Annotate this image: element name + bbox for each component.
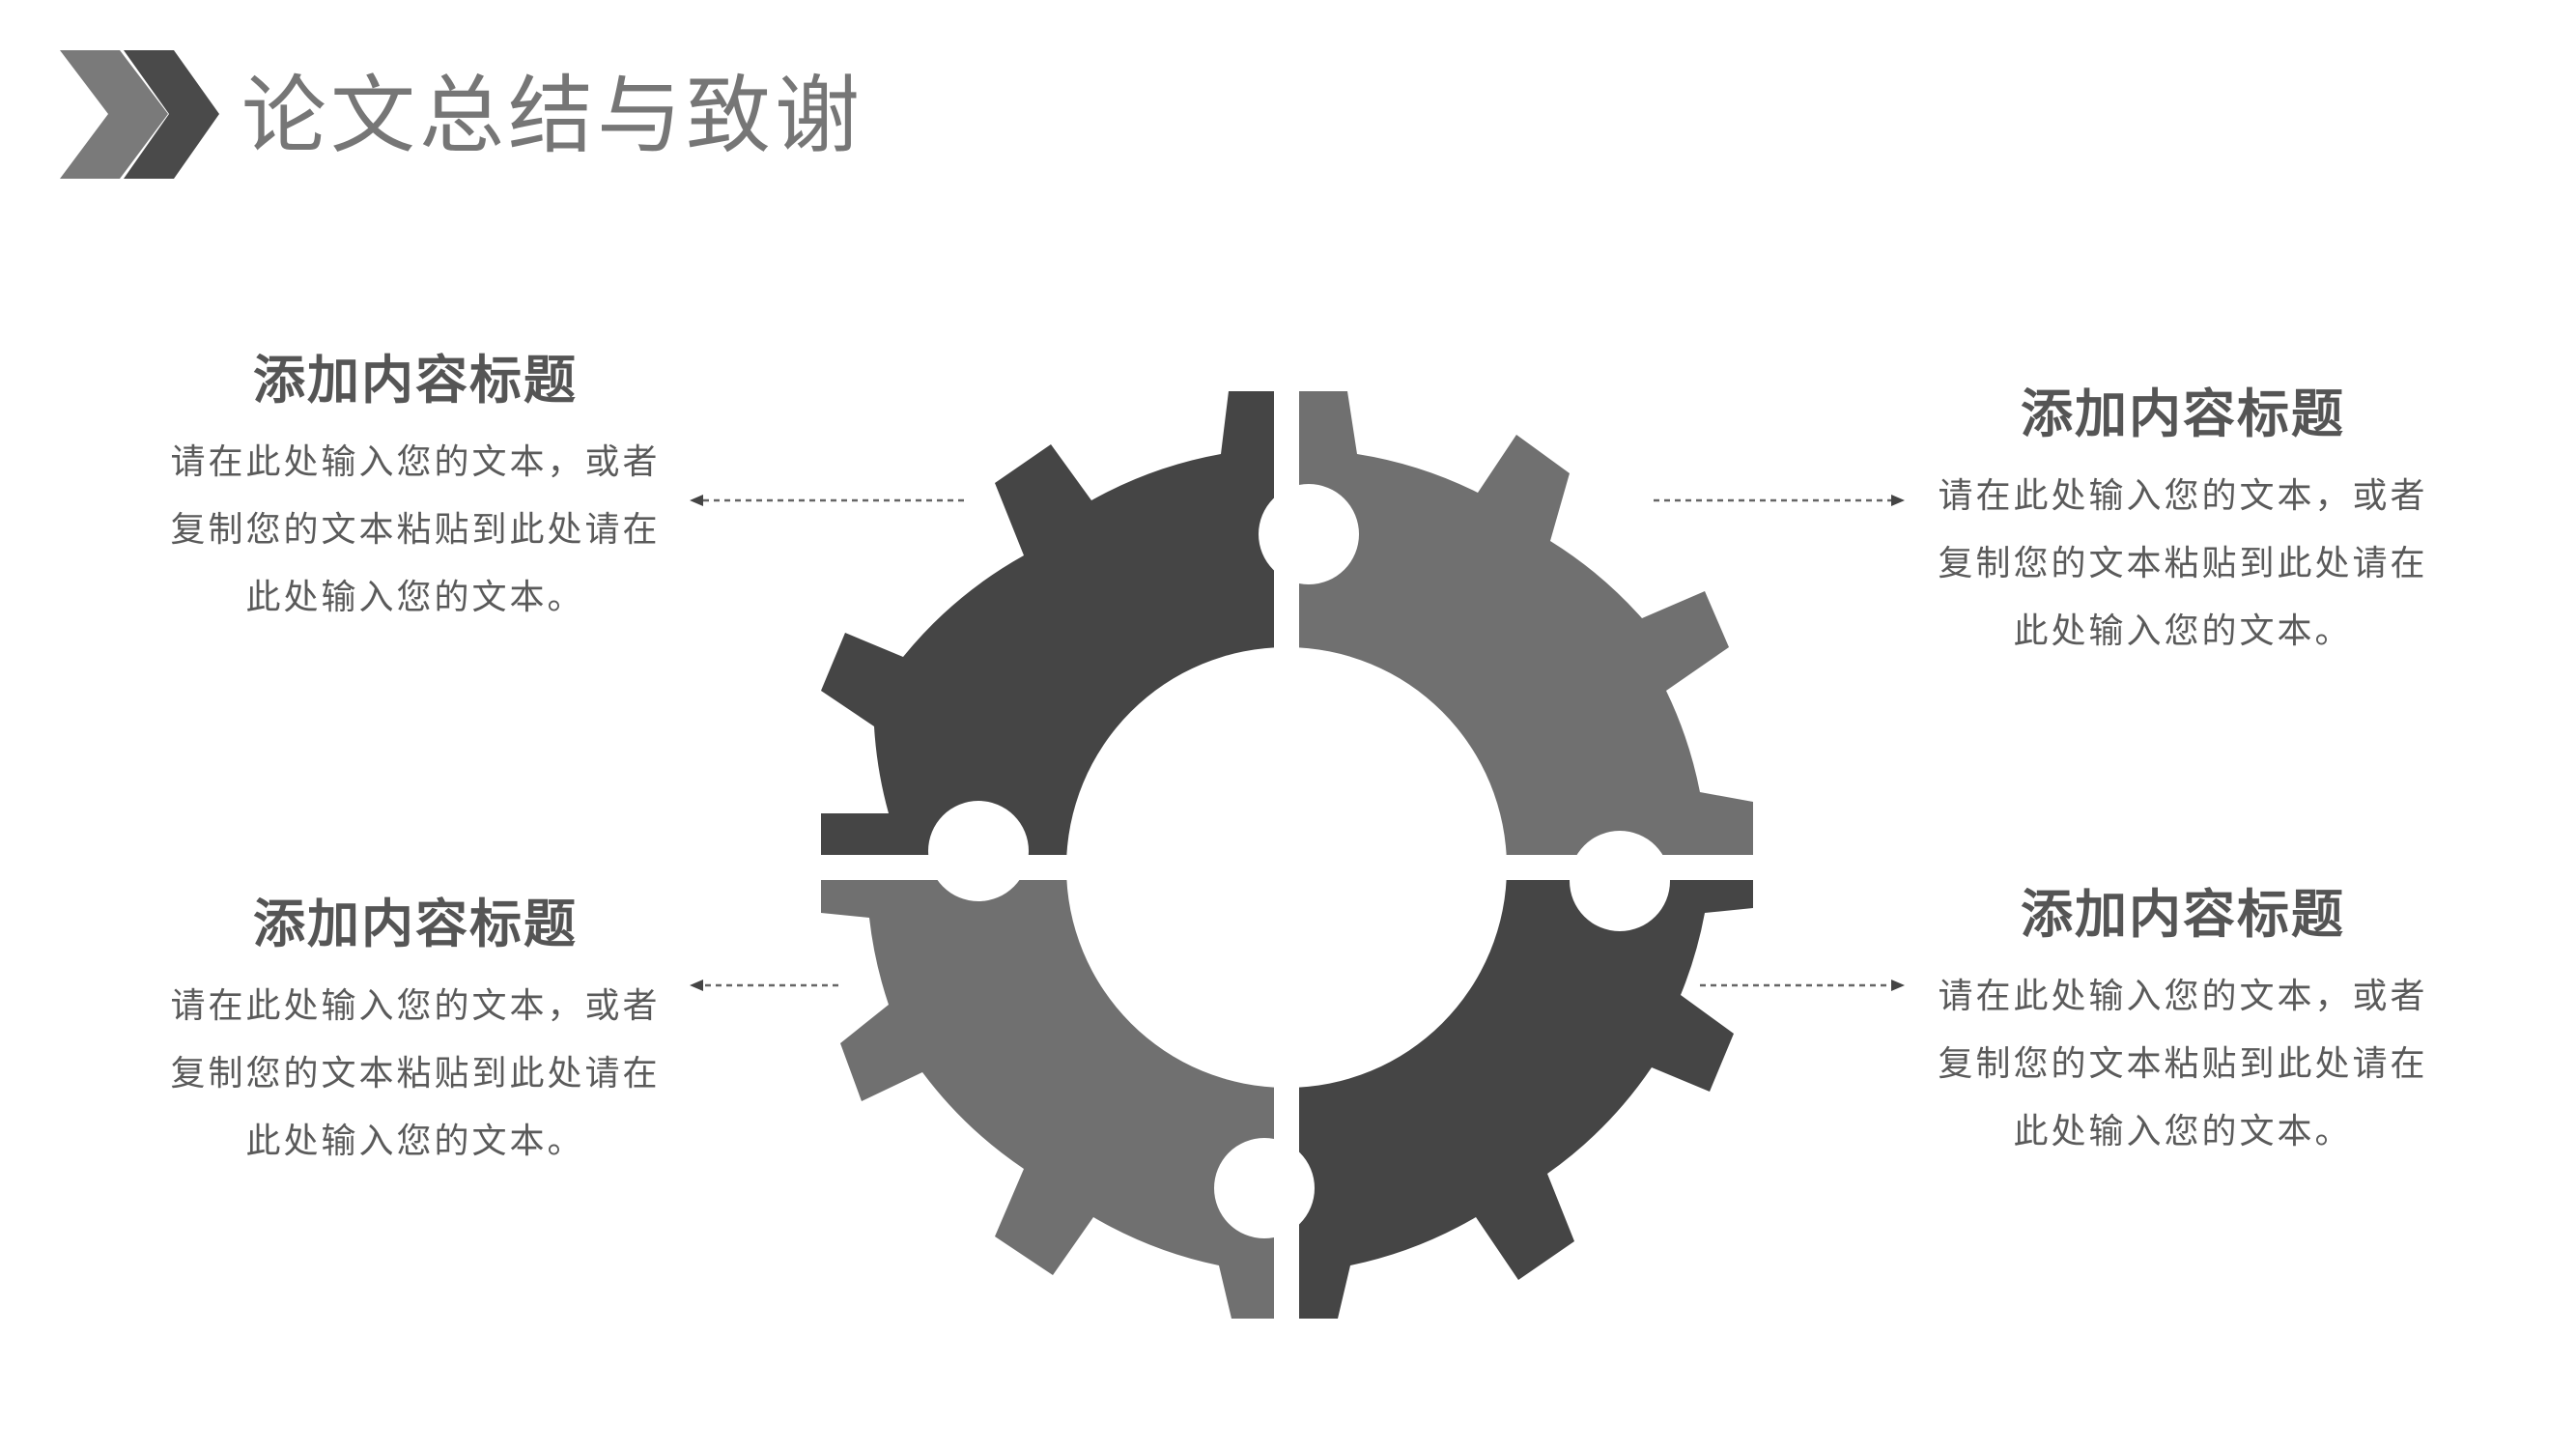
gear-shape <box>821 391 1753 1319</box>
block-body-line: 请在此处输入您的文本，或者 <box>1938 977 2428 1016</box>
block-body: 请在此处输入您的文本，或者 复制您的文本粘贴到此处请在 此处输入您的文本。 <box>155 973 676 1176</box>
block-body: 请在此处输入您的文本，或者 复制您的文本粘贴到此处请在 此处输入您的文本。 <box>1922 963 2444 1166</box>
content-block-bottom-left: 添加内容标题 请在此处输入您的文本，或者 复制您的文本粘贴到此处请在 此处输入您… <box>155 894 676 1176</box>
gear-quadrant-top-right <box>1287 391 1753 867</box>
content-block-bottom-right: 添加内容标题 请在此处输入您的文本，或者 复制您的文本粘贴到此处请在 此处输入您… <box>1922 884 2444 1166</box>
chevron-arrows-icon <box>60 50 219 179</box>
page-title: 论文总结与致谢 <box>241 66 864 165</box>
gear-quadrant-top-left <box>821 391 1347 867</box>
block-body-line: 复制您的文本粘贴到此处请在 <box>170 510 661 550</box>
block-title: 添加内容标题 <box>253 350 578 411</box>
content-block-top-right: 添加内容标题 请在此处输入您的文本，或者 复制您的文本粘贴到此处请在 此处输入您… <box>1922 384 2444 666</box>
block-body-line: 复制您的文本粘贴到此处请在 <box>170 1054 661 1094</box>
block-body-line: 请在此处输入您的文本，或者 <box>170 986 661 1026</box>
block-body-line: 请在此处输入您的文本，或者 <box>1938 476 2428 516</box>
block-body-line: 此处输入您的文本。 <box>245 578 585 617</box>
block-body-line: 复制您的文本粘贴到此处请在 <box>1938 544 2428 583</box>
gear-quadrant-bottom-right <box>1226 842 1753 1319</box>
block-body-line: 请在此处输入您的文本，或者 <box>170 442 661 482</box>
connector-bottom-right <box>1700 980 1905 991</box>
block-title: 添加内容标题 <box>2021 884 2345 945</box>
block-title: 添加内容标题 <box>2021 384 2345 444</box>
block-body: 请在此处输入您的文本，或者 复制您的文本粘贴到此处请在 此处输入您的文本。 <box>155 429 676 632</box>
connector-bottom-left <box>690 980 838 991</box>
block-body-line: 复制您的文本粘贴到此处请在 <box>1938 1044 2428 1084</box>
block-title: 添加内容标题 <box>253 894 578 954</box>
block-body-line: 此处输入您的文本。 <box>245 1122 585 1161</box>
connector-top-left <box>690 495 964 506</box>
block-body: 请在此处输入您的文本，或者 复制您的文本粘贴到此处请在 此处输入您的文本。 <box>1922 463 2444 666</box>
block-body-line: 此处输入您的文本。 <box>2013 611 2353 651</box>
connector-top-right <box>1654 495 1905 506</box>
content-block-top-left: 添加内容标题 请在此处输入您的文本，或者 复制您的文本粘贴到此处请在 此处输入您… <box>155 350 676 632</box>
gear-quadrant-bottom-left <box>821 812 1287 1319</box>
block-body-line: 此处输入您的文本。 <box>2013 1112 2353 1151</box>
